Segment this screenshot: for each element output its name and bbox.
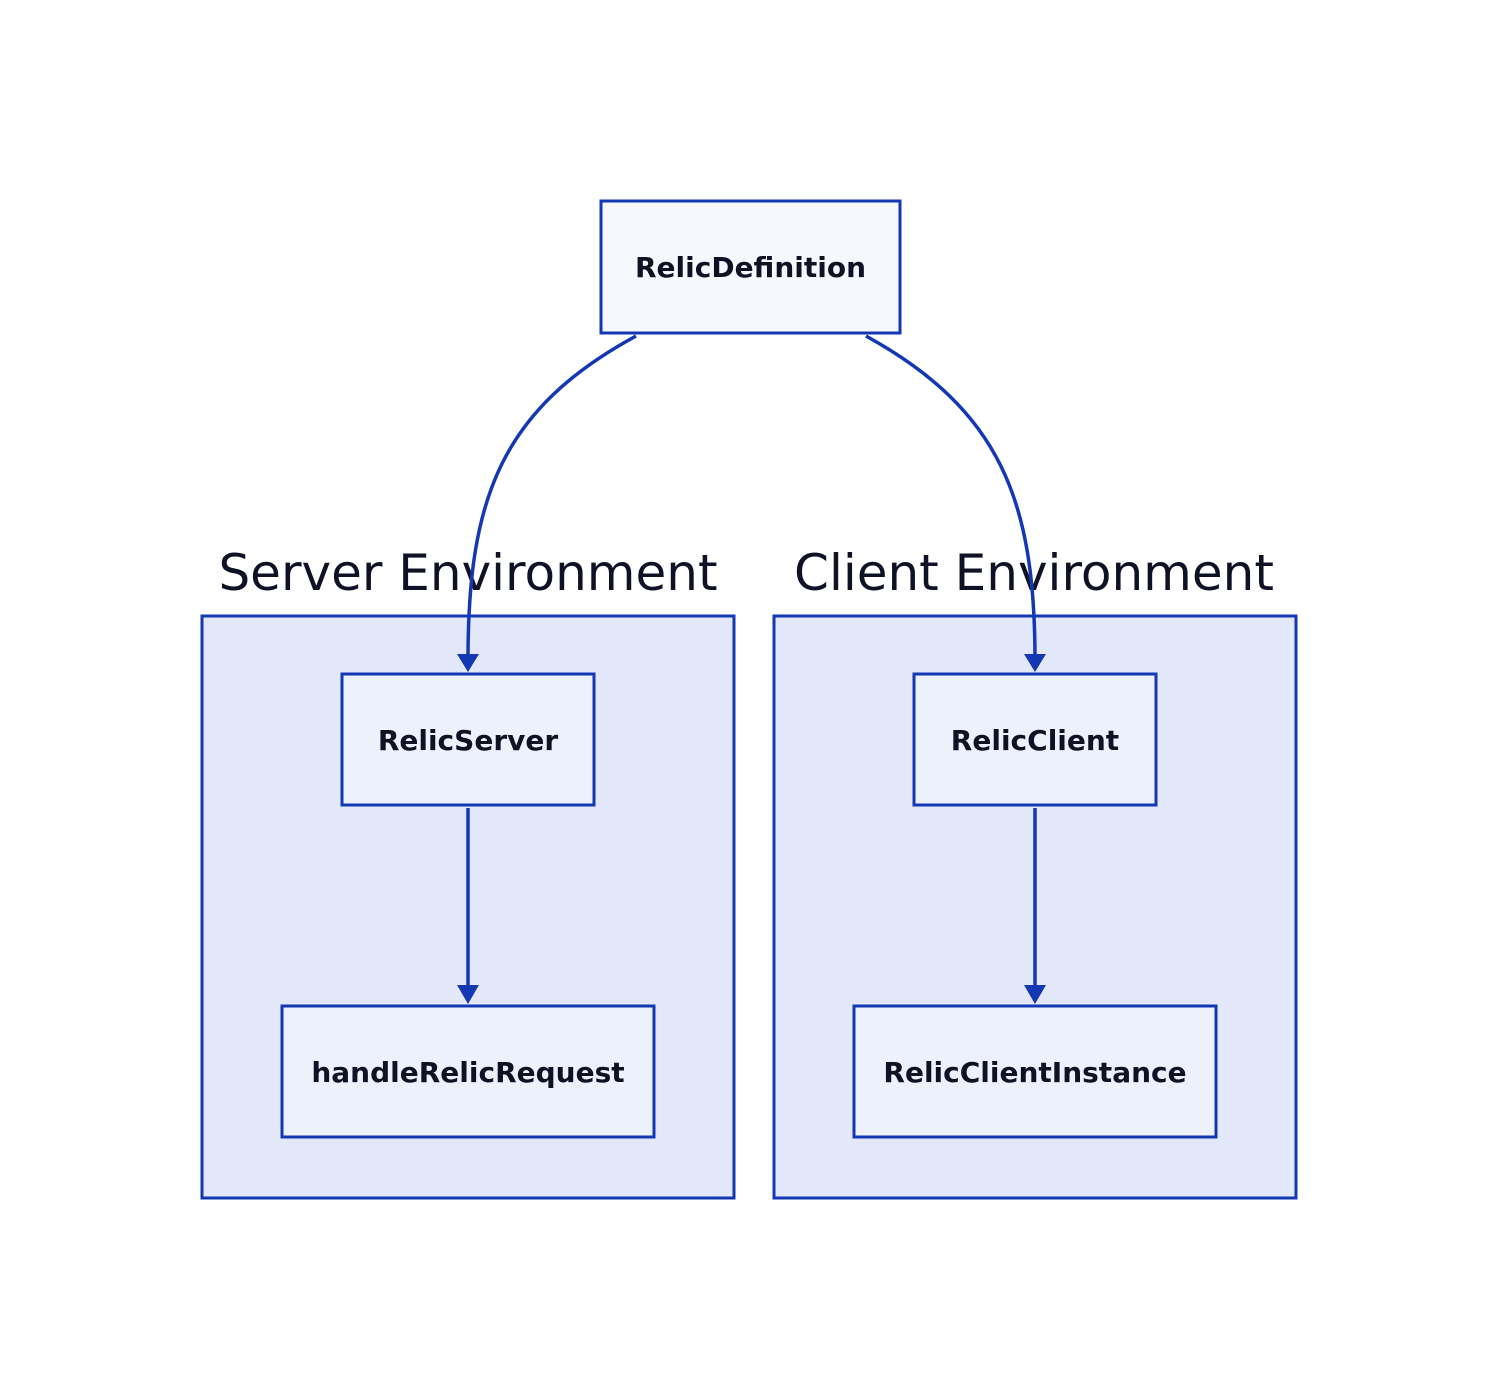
arrowhead-definition-to-client — [1024, 654, 1046, 672]
arrowhead-server-to-handler — [457, 985, 479, 1004]
node-relic-client-box — [912, 672, 1158, 807]
node-relic-client-instance: RelicClientInstance — [852, 1004, 1218, 1139]
arrowhead-client-to-instance — [1024, 985, 1046, 1004]
node-handle-relic-request: handleRelicRequest — [280, 1004, 656, 1139]
edge-definition-to-server — [466, 334, 637, 661]
node-relic-server-label: RelicServer — [378, 724, 559, 757]
node-handle-relic-request-box — [280, 1004, 656, 1139]
node-relic-definition: RelicDefinition — [599, 199, 902, 335]
node-relic-client-instance-label: RelicClientInstance — [883, 1056, 1186, 1089]
node-relic-server-box — [340, 672, 596, 807]
arrowhead-definition-to-server — [457, 654, 479, 672]
node-relic-client-instance-box — [852, 1004, 1218, 1139]
node-relic-definition-box — [599, 199, 902, 335]
node-handle-relic-request-label: handleRelicRequest — [311, 1056, 624, 1089]
node-relic-client: RelicClient — [912, 672, 1158, 807]
edges — [457, 334, 1046, 1004]
node-relic-server: RelicServer — [340, 672, 596, 807]
server-environment-title: Server Environment — [218, 544, 717, 602]
edge-definition-to-client — [865, 334, 1037, 661]
node-relic-definition-label: RelicDefinition — [635, 251, 866, 284]
node-relic-client-label: RelicClient — [951, 724, 1119, 757]
